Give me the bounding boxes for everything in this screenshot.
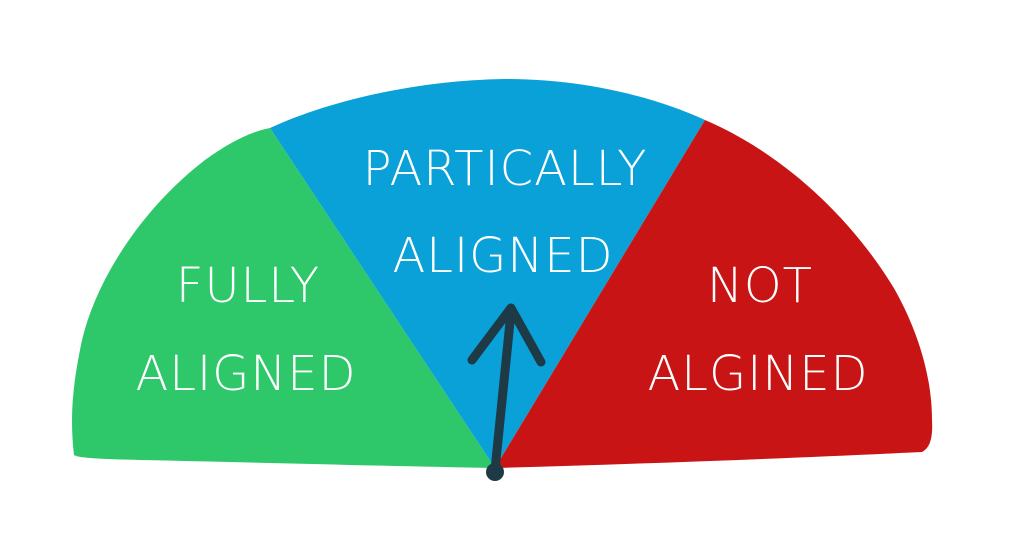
- needle-arrowhead: [467, 303, 546, 367]
- label-partially-aligned: PARTICALLY ALIGNED: [363, 141, 648, 284]
- label-not-line1: NOT: [707, 258, 813, 314]
- needle-pivot: [486, 463, 504, 481]
- label-partially-line1: PARTICALLY: [363, 141, 648, 197]
- segment-fully-aligned: [72, 128, 495, 468]
- segment-partially-aligned: [270, 79, 705, 468]
- needle-shaft: [490, 307, 516, 475]
- label-fully-line1: FULLY: [176, 258, 320, 314]
- label-partially-line2: ALIGNED: [392, 228, 613, 284]
- gauge-needle: [467, 303, 546, 481]
- label-fully-aligned: FULLY ALIGNED: [135, 258, 356, 402]
- label-not-aligned: NOT ALGINED: [647, 258, 868, 402]
- label-fully-line2: ALIGNED: [135, 346, 356, 402]
- segment-not-aligned: [495, 120, 933, 468]
- label-not-line2: ALGINED: [647, 346, 868, 402]
